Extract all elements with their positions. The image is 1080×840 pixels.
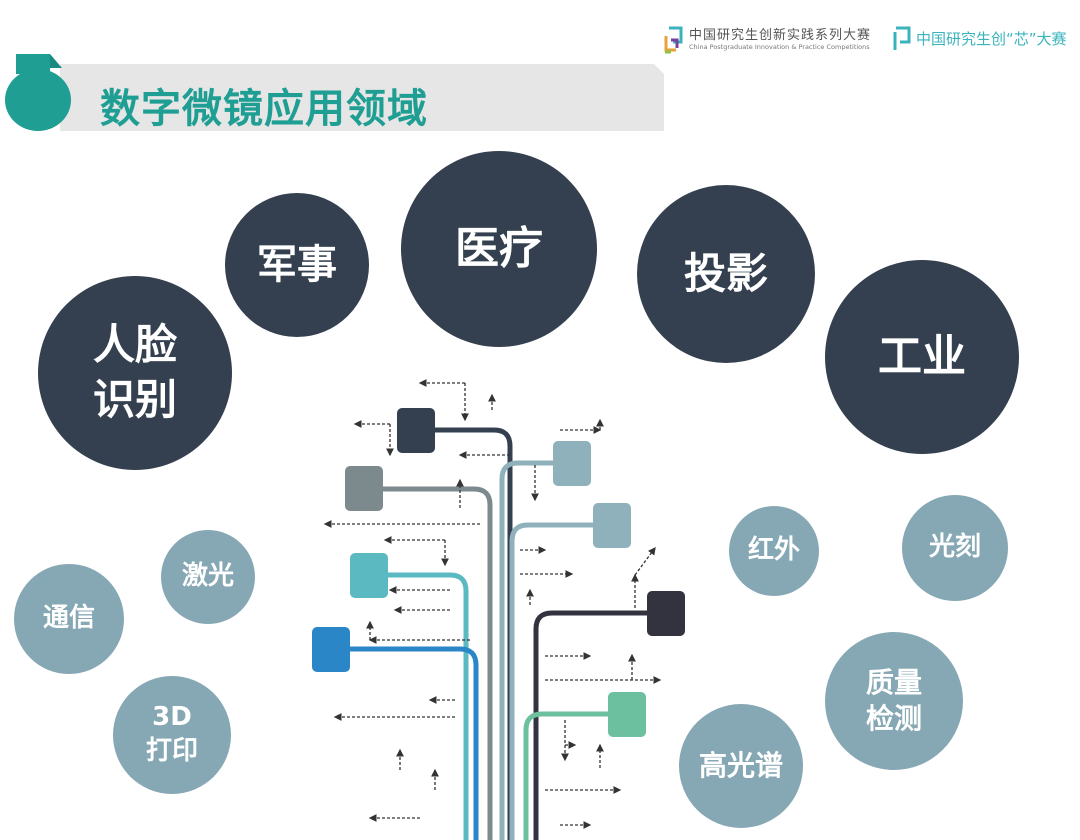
node-square	[553, 441, 591, 486]
field-circle: 通信	[14, 564, 124, 674]
field-label: 高光谱	[698, 748, 783, 782]
node-square	[345, 466, 383, 511]
field-label: 光刻	[928, 532, 981, 563]
dashed-arrow	[634, 546, 656, 576]
field-circle: 高光谱	[679, 704, 803, 828]
field-label: 医疗	[455, 223, 543, 275]
branch-line	[509, 522, 612, 840]
node-square	[647, 591, 685, 636]
field-circle: 光刻	[902, 495, 1008, 601]
branch-line	[364, 486, 493, 840]
branch-line	[523, 711, 627, 840]
field-label: 红外	[747, 535, 800, 566]
field-circle: 质量 检测	[825, 632, 963, 770]
field-label: 投影	[683, 248, 768, 298]
field-circle: 工业	[825, 260, 1019, 454]
field-label: 通信	[42, 603, 95, 634]
competition-logo: 中国研究生创新实践系列大赛 China Postgraduate Innovat…	[663, 26, 871, 54]
field-circle: 投影	[637, 185, 815, 363]
field-label: 激光	[181, 561, 234, 592]
field-circle: 激光	[161, 530, 255, 624]
field-label: 人脸 识别	[92, 320, 177, 424]
node-square	[350, 553, 388, 598]
field-label: 工业	[878, 331, 966, 383]
node-square	[608, 692, 646, 737]
node-square	[593, 503, 631, 548]
field-circle: 军事	[225, 193, 369, 337]
page-title: 数字微镜应用领域	[100, 86, 428, 132]
branch-line	[415, 427, 513, 840]
field-label: 质量 检测	[865, 665, 922, 735]
title-bar	[60, 64, 664, 131]
logo-mark-icon	[664, 26, 683, 54]
node-square	[312, 627, 350, 672]
field-label: 3D 打印	[145, 702, 198, 766]
field-circle: 医疗	[401, 151, 597, 347]
field-circle: 3D 打印	[113, 676, 231, 794]
field-circle: 红外	[729, 506, 819, 596]
branch-line	[330, 646, 479, 840]
field-circle: 人脸 识别	[38, 276, 232, 470]
node-square	[397, 408, 435, 453]
branch-line	[533, 610, 665, 840]
field-label: 军事	[257, 242, 337, 288]
chip-logo-icon	[893, 26, 911, 50]
title-badge-icon	[5, 54, 71, 131]
chip-competition-logo: 中国研究生创“芯”大赛	[892, 24, 1067, 52]
branch-line	[499, 460, 572, 840]
branch-line	[369, 572, 469, 840]
